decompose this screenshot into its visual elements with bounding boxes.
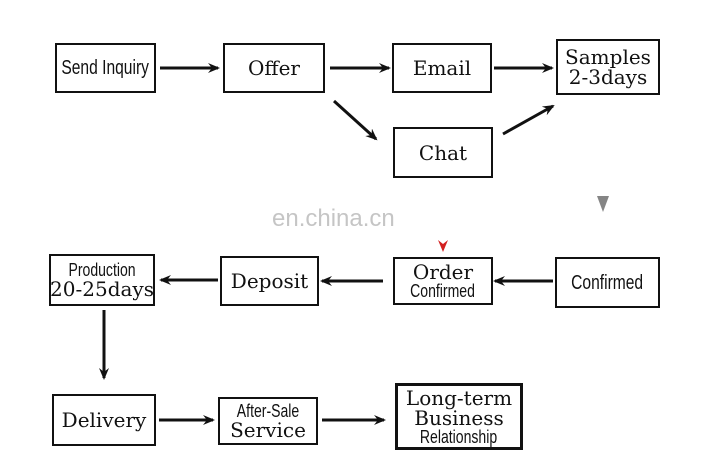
chat-node: Chat — [393, 127, 493, 178]
deposit-label: Deposit — [230, 269, 309, 293]
arrow-chat-to-samples — [502, 104, 555, 136]
order-confirmed-node: Order Confirmed — [393, 257, 493, 305]
long-term-label-line3: Relationship — [420, 426, 498, 447]
watermark-text: en.china.cn — [272, 205, 395, 232]
order-confirmed-label: Confirmed — [410, 281, 476, 301]
samples-label-line2: 2-3days — [568, 65, 648, 89]
after-sale-node: After-Sale Service — [218, 397, 318, 445]
confirmed-label: Confirmed — [571, 271, 644, 294]
samples-node: Samples 2-3days — [556, 39, 660, 95]
production-node: Production 20-25days — [49, 254, 155, 306]
long-term-node: Long-term Business Relationship — [395, 383, 523, 450]
send-inquiry-label: Send Inquiry — [61, 57, 150, 79]
samples-label-line1: Samples — [565, 45, 651, 69]
delivery-label: Delivery — [61, 408, 147, 432]
arrow-offer-to-chat — [332, 99, 378, 141]
email-node: Email — [392, 43, 492, 93]
arrowhead-samples-to-confirmed — [597, 196, 609, 212]
confirmed-node: Confirmed — [555, 257, 660, 308]
production-label-line1: Production — [68, 260, 136, 280]
after-sale-label-line1: After-Sale — [236, 401, 300, 421]
delivery-node: Delivery — [52, 394, 156, 446]
production-label-line2: 20-25days — [50, 277, 154, 301]
order-label: Order — [412, 260, 474, 284]
email-label: Email — [412, 56, 472, 80]
long-term-label-line2: Business — [414, 405, 504, 430]
deposit-node: Deposit — [220, 256, 319, 306]
long-term-label-line1: Long-term — [405, 385, 513, 410]
chat-label: Chat — [418, 140, 468, 165]
offer-node: Offer — [223, 43, 325, 93]
send-inquiry-node: Send Inquiry — [55, 43, 156, 93]
after-sale-label-line2: Service — [230, 418, 306, 442]
offer-label: Offer — [247, 56, 300, 80]
